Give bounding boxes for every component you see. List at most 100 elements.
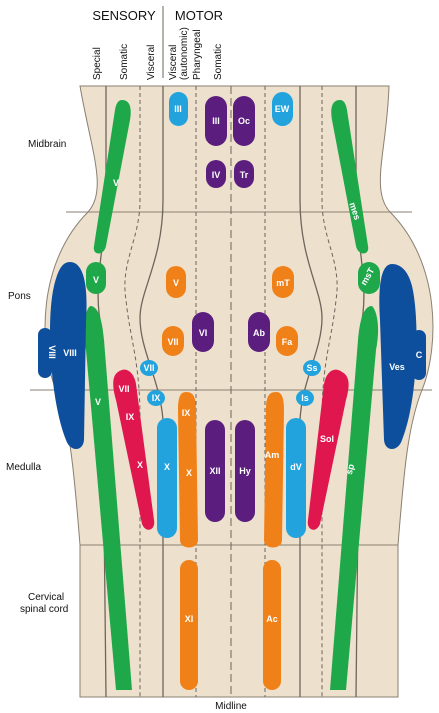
col-visceral-sensory: Visceral <box>146 45 157 80</box>
label-VII-vm: VII <box>143 363 154 373</box>
region-midbrain: Midbrain <box>28 139 66 150</box>
nucleus-vestibular-right <box>379 264 417 449</box>
col-somatic-motor: Somatic <box>213 44 224 80</box>
label-pons-V: V <box>93 275 99 285</box>
label-VII-sol: VII <box>118 384 129 394</box>
label-IV: IV <box>212 170 221 180</box>
label-Sol: Sol <box>320 434 334 444</box>
label-III: III <box>212 116 220 126</box>
somatic-sensory-nuclei: V V V mes msT sp <box>83 100 380 690</box>
nucleus-spinal-trigeminal-left <box>83 306 132 690</box>
region-labels: Midbrain Pons Medulla Cervical spinal co… <box>6 139 68 615</box>
region-medulla: Medulla <box>6 462 41 473</box>
label-Ss: Ss <box>306 363 317 373</box>
label-Oc: Oc <box>238 116 250 126</box>
column-labels: Special Somatic Visceral Visceral (auton… <box>92 27 224 80</box>
nucleus-superior-salivatory-left <box>140 360 158 376</box>
label-mT: mT <box>276 278 290 288</box>
label-III-EW: III <box>174 104 182 114</box>
nucleus-hypoglossal-left <box>205 420 225 522</box>
nucleus-mesencephalic-left <box>93 100 131 254</box>
label-IX-vm: IX <box>152 393 161 403</box>
label-XII: XII <box>209 466 220 476</box>
top-headers: SENSORY MOTOR <box>92 6 223 78</box>
nucleus-edinger-westphal-right <box>272 92 293 126</box>
label-Ab: Ab <box>253 328 265 338</box>
label-EW: EW <box>275 104 290 114</box>
col-special: Special <box>92 47 103 80</box>
label-dV: dV <box>290 462 302 472</box>
special-sensory-nuclei: VIII VIII Ves C <box>38 262 426 449</box>
nucleus-facial-left <box>162 326 184 356</box>
region-cervical: Cervical <box>28 592 64 603</box>
nucleus-solitary-right <box>307 369 349 530</box>
label-X-sol: X <box>137 460 143 470</box>
label-Is: Is <box>301 393 309 403</box>
label-X-vm: X <box>164 462 170 472</box>
nucleus-superior-salivatory-right <box>303 360 321 376</box>
column-subdividers <box>124 86 338 697</box>
nucleus-inferior-salivatory-left <box>147 390 165 406</box>
nucleus-trochlear-left <box>206 160 226 188</box>
label-VII-motor: VII <box>167 337 178 347</box>
nucleus-cochlear-right <box>412 330 426 380</box>
label-XI: XI <box>185 614 194 624</box>
label-VI: VI <box>199 328 208 338</box>
label-sp: sp <box>344 462 357 475</box>
label-Ac: Ac <box>266 614 278 624</box>
nucleus-dorsal-vagal-right <box>286 418 306 538</box>
nucleus-ambiguus-right <box>264 392 284 548</box>
nucleus-inferior-salivatory-right <box>296 390 314 406</box>
label-Hy: Hy <box>239 466 251 476</box>
nucleus-edinger-westphal-left <box>169 92 188 126</box>
nucleus-principal-sensory-right <box>358 262 380 294</box>
region-pons: Pons <box>8 291 31 302</box>
nucleus-principal-sensory-left <box>86 262 106 294</box>
midline-label: Midline <box>215 701 247 712</box>
label-Ves: Ves <box>389 362 405 372</box>
label-X-amb: X <box>186 468 192 478</box>
label-Am: Am <box>265 450 280 460</box>
label-IX-amb: IX <box>182 408 191 418</box>
label-med-V: V <box>95 397 101 407</box>
nucleus-solitary-left <box>113 369 155 530</box>
col-pharyngeal: Pharyngeal <box>192 29 203 80</box>
nucleus-spinal-trigeminal-right <box>330 306 379 690</box>
nucleus-dorsal-vagal-left <box>157 418 177 538</box>
nucleus-abducens-right <box>248 312 270 352</box>
label-V-motor: V <box>173 278 179 288</box>
label-Tr: Tr <box>240 170 249 180</box>
visceral-motor-nuclei: VII IX X Ss Is dV III EW <box>140 92 321 538</box>
label-VIII: VIII <box>63 348 77 358</box>
label-VIII-root: VIII <box>47 345 57 359</box>
nucleus-ambiguus-left <box>178 392 198 548</box>
nucleus-oculomotor-right <box>233 96 255 146</box>
col-somatic-sensory: Somatic <box>119 44 130 80</box>
nucleus-accessory-left <box>180 560 198 690</box>
nucleus-hypoglossal-right <box>235 420 255 522</box>
nucleus-accessory-right <box>263 560 281 690</box>
nerve-root-VIII-left <box>38 328 52 378</box>
somatic-motor-nuclei: III Oc IV Tr VI Ab XII Hy <box>192 96 270 522</box>
nucleus-facial-right <box>276 326 298 356</box>
header-sensory: SENSORY <box>92 8 156 23</box>
nucleus-mesencephalic-right <box>331 100 369 254</box>
label-C: C <box>416 350 423 360</box>
visceral-sensory-nuclei: VII IX X Sol <box>113 369 349 530</box>
col-visceral-motor-autonomic: (autonomic) <box>179 27 190 80</box>
nucleus-trigeminal-motor-right <box>272 266 294 298</box>
col-visceral-motor: Visceral <box>168 45 179 80</box>
nucleus-oculomotor-left <box>205 96 227 146</box>
label-Fa: Fa <box>282 337 293 347</box>
pharyngeal-motor-nuclei: V VII IX X XI mT Fa Am Ac <box>162 266 298 690</box>
nucleus-trochlear-right <box>234 160 254 188</box>
nucleus-trigeminal-motor-left <box>166 266 186 298</box>
region-spinal-cord: spinal cord <box>20 604 68 615</box>
label-mid-V: V <box>113 178 119 188</box>
nucleus-vestibulocochlear-left <box>50 262 87 449</box>
header-motor: MOTOR <box>175 8 223 23</box>
label-IX-sol: IX <box>126 412 135 422</box>
nucleus-abducens-left <box>192 312 214 352</box>
